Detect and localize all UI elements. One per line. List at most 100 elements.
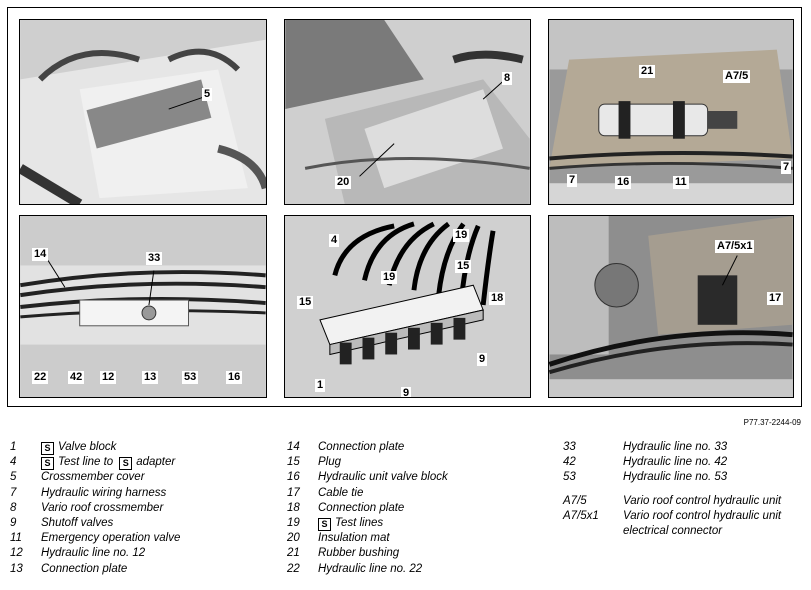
legend-item: 20 Insulation mat (287, 531, 448, 546)
callout-11: 11 (673, 176, 689, 189)
legend-gap (563, 486, 803, 494)
legend-text: Hydraulic line no. 53 (623, 471, 728, 484)
photo-panel-connection-plate: 14 33 22 42 12 13 53 16 (19, 215, 267, 398)
callout-17: 17 (767, 292, 784, 305)
callout-8: 8 (502, 72, 513, 85)
legend-item: 42 Hydraulic line no. 42 (563, 455, 803, 470)
legend-number: 33 (563, 441, 576, 453)
callout-15-right: 15 (455, 260, 472, 273)
legend-item: 17 Cable tie (287, 486, 448, 501)
legend-item: 21 Rubber bushing (287, 546, 448, 561)
legend-description: Hydraulic unit valve block (318, 470, 448, 485)
special-tool-icon: S (41, 442, 54, 455)
legend-text: Hydraulic line no. 12 (41, 547, 146, 560)
legend-text: Rubber bushing (318, 547, 400, 560)
legend-description: Hydraulic line no. 42 (623, 455, 727, 470)
legend-text: Connection plate (318, 501, 405, 514)
callout-12: 12 (100, 371, 117, 384)
callout-16-lower: 16 (226, 371, 243, 384)
legend-number: 15 (287, 456, 300, 469)
callout-15-left: 15 (297, 296, 314, 309)
legend-description: Crossmember cover (41, 470, 145, 485)
legend-description: Insulation mat (318, 531, 390, 546)
figure-reference: P77.37-2244-09 (743, 418, 801, 427)
legend-text: Crossmember cover (41, 471, 145, 484)
callout-7-right: 7 (781, 161, 792, 174)
legend-item: 15 Plug (287, 455, 448, 470)
callout-13: 13 (142, 371, 159, 384)
legend-description: Rubber bushing (318, 546, 399, 561)
legend-text: Connection plate (318, 441, 405, 453)
legend-number: 11 (10, 532, 22, 545)
callout-19-mid: 19 (381, 271, 398, 284)
legend-number: 21 (287, 547, 300, 560)
legend-description: Hydraulic line no. 33 (623, 440, 727, 455)
legend-number: 20 (287, 532, 300, 545)
drawing-valve-block (285, 216, 530, 397)
legend-text: Emergency operation valve (41, 532, 181, 545)
legend-text: Valve block (58, 441, 117, 453)
legend-number: 8 (10, 501, 17, 514)
legend-number: A7/5x1 (563, 509, 599, 522)
figure-frame: 5 8 20 21 A7/5 (7, 7, 802, 407)
legend-description: Hydraulic line no. 22 (318, 562, 422, 577)
special-tool-icon: S (41, 457, 54, 471)
legend-number: 42 (563, 456, 576, 469)
legend-text: Test line to (58, 456, 114, 469)
photo-connection-plate (20, 216, 266, 397)
callout-4: 4 (329, 234, 340, 247)
legend-description: Plug (318, 455, 341, 470)
photo-panel-electrical-connector: A7/5x1 17 (548, 215, 794, 398)
legend-description: Hydraulic wiring harness (41, 486, 166, 501)
photo-electrical-connector (549, 216, 793, 397)
callout-1: 1 (315, 379, 326, 392)
legend-number: 5 (10, 471, 17, 484)
callout-18: 18 (489, 292, 506, 305)
legend-item: 1 S Valve block (10, 440, 180, 455)
legend-description: S Valve block (41, 440, 116, 455)
legend-text: Test lines (335, 517, 384, 530)
special-tool-icon: S (318, 518, 331, 532)
legend-description: Hydraulic line no. 12 (41, 546, 145, 561)
legend-description: Cable tie (318, 486, 363, 501)
callout-16: 16 (615, 176, 632, 189)
legend-text: Hydraulic wiring harness (41, 486, 167, 499)
legend-text: Insulation mat (318, 532, 390, 545)
legend-text: adapter (136, 456, 176, 469)
callout-22: 22 (32, 371, 49, 384)
legend-description: Vario roof control hydraulic unit (623, 494, 781, 509)
legend-description: Shutoff valves (41, 516, 113, 531)
photo-panel-insulation-mat: 8 20 (284, 19, 531, 205)
legend-description: Emergency operation valve (41, 531, 180, 546)
legend-description: Vario roof control hydraulic unit electr… (623, 509, 803, 539)
callout-9-bottom: 9 (401, 387, 412, 398)
legend-number: 1 (10, 441, 17, 453)
legend-description: Connection plate (318, 440, 404, 455)
callout-19-top: 19 (453, 229, 470, 242)
legend-text: Hydraulic unit valve block (318, 471, 448, 484)
photo-hydraulic-unit (549, 20, 793, 204)
legend-text: Hydraulic line no. 33 (623, 441, 728, 453)
photo-crossmember-cover (20, 20, 266, 204)
legend-text: Shutoff valves (41, 517, 114, 530)
callout-7-left: 7 (567, 174, 578, 187)
drawing-panel-valve-block: 4 19 19 15 15 18 1 9 9 (284, 215, 531, 398)
legend-text: Hydraulic line no. 22 (318, 562, 423, 575)
legend-text: Vario roof control hydraulic unit (623, 494, 782, 507)
callout-21: 21 (639, 65, 656, 78)
legend-number: 17 (287, 486, 300, 499)
